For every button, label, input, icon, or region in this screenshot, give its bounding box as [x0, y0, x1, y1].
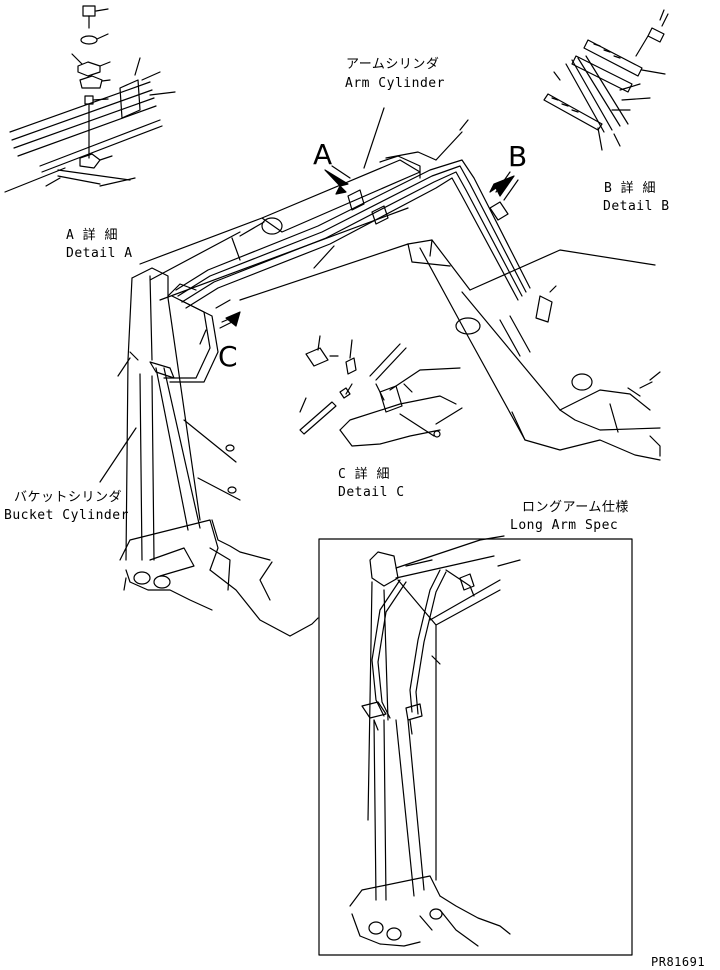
long-arm-spec-box: [319, 536, 632, 955]
arm-cylinder-label-en: Arm Cylinder: [345, 76, 445, 91]
arm-assembly: [140, 108, 660, 460]
detail-b-label-jp: B 詳 細: [604, 181, 656, 196]
long-arm-spec-label-jp: ロングアーム仕様: [522, 500, 629, 515]
bucket-arm: [100, 268, 318, 636]
bucket-cylinder-label-en: Bucket Cylinder: [4, 508, 129, 523]
detail-c-label-jp: C 詳 細: [338, 467, 390, 482]
long-arm-spec-label-en: Long Arm Spec: [510, 518, 619, 533]
detail-c-arrow-letter: C: [218, 340, 238, 373]
detail-c-illustration: [300, 336, 462, 446]
detail-a-arrow-letter: A: [313, 138, 333, 171]
detail-b-arrow-letter: B: [508, 140, 528, 173]
arm-cylinder-label-jp: アームシリンダ: [346, 57, 440, 72]
detail-b-label-en: Detail B: [603, 199, 670, 214]
detail-a-label-jp: A 詳 細: [66, 228, 118, 243]
detail-a-label-en: Detail A: [66, 246, 133, 261]
leader-line: [72, 54, 82, 64]
detail-c-label-en: Detail C: [338, 485, 405, 500]
detail-b-illustration: [544, 10, 668, 150]
detail-a-illustration: [5, 6, 175, 192]
drawing-number: PR81691: [651, 955, 706, 969]
bucket-cylinder-label-jp: バケットシリンダ: [14, 490, 123, 505]
